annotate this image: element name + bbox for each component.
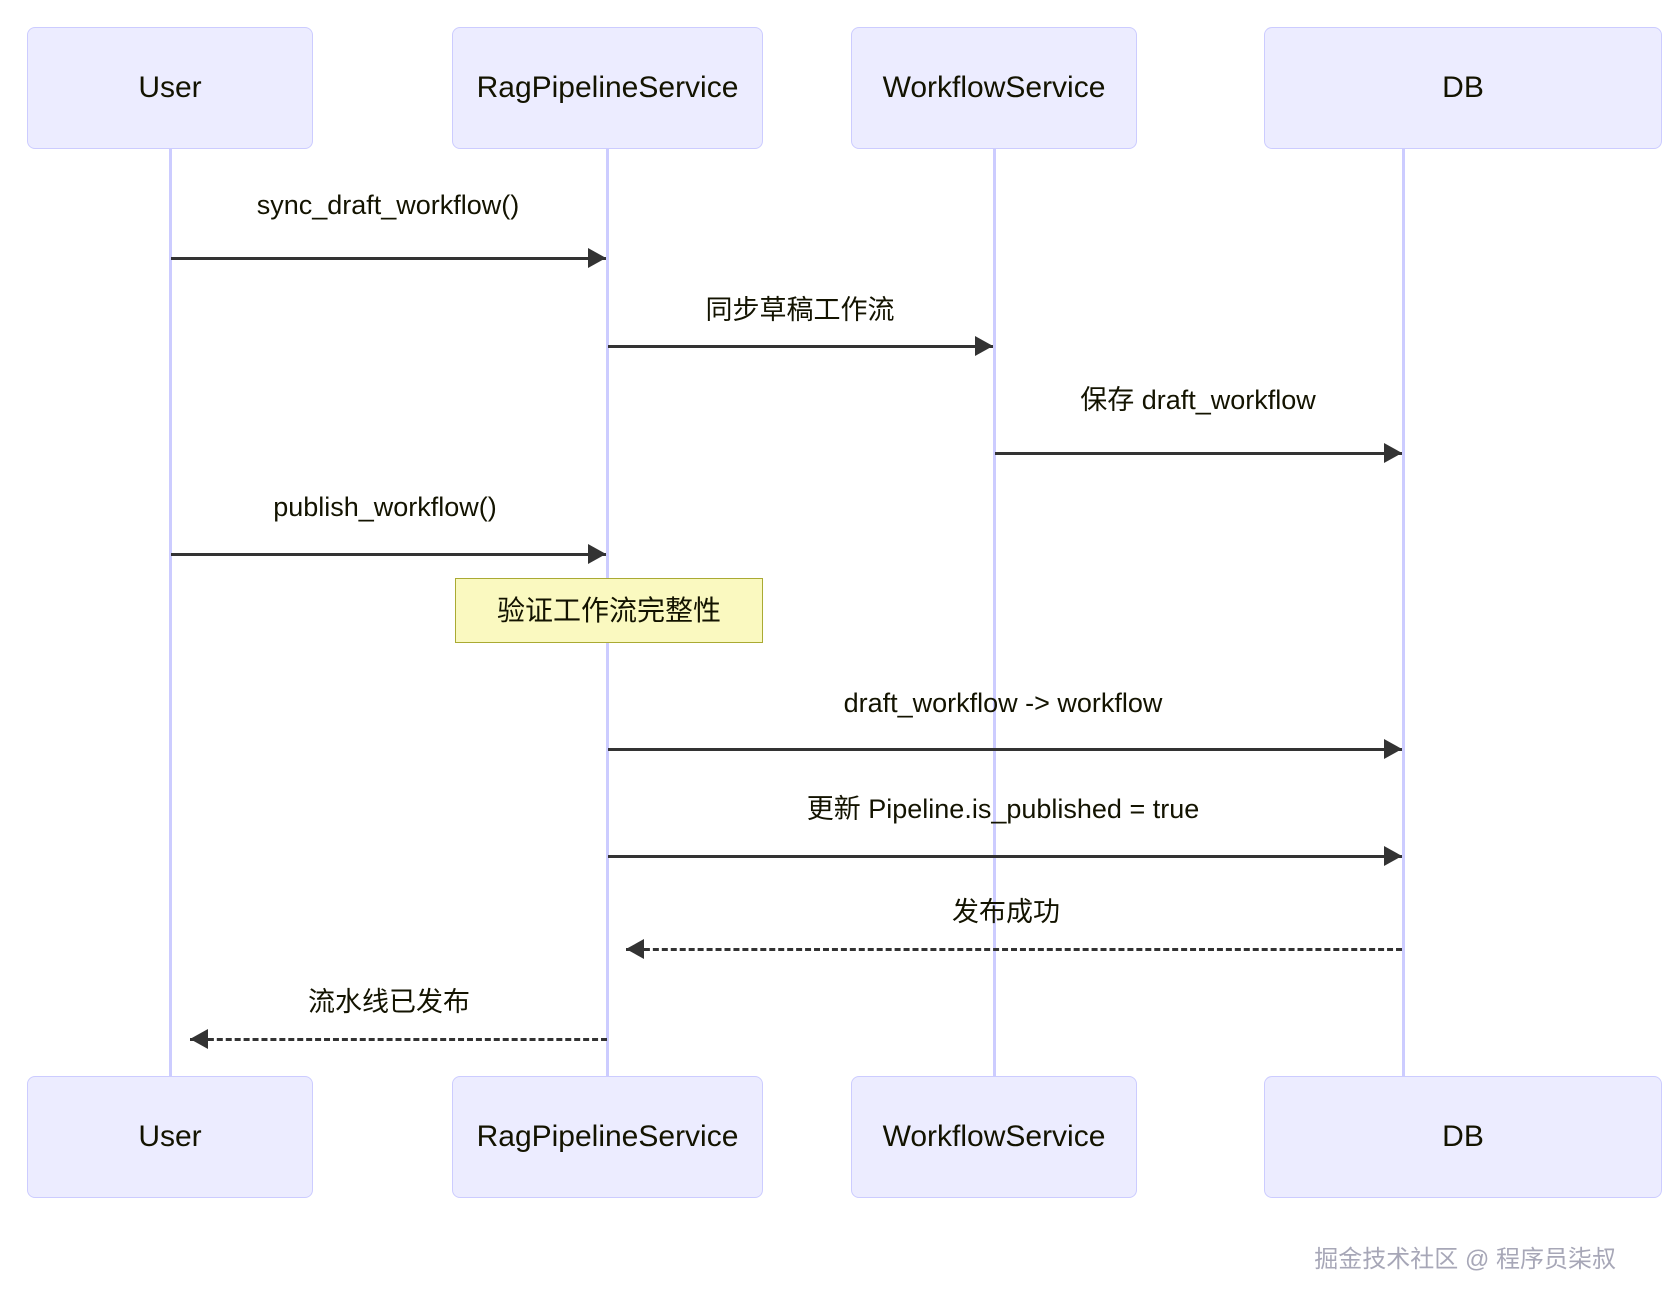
participant-label: DB <box>1442 71 1484 104</box>
message-label-1: sync_draft_workflow() <box>256 190 520 220</box>
message-label-6: 更新 Pipeline.is_published = true <box>806 794 1200 824</box>
message-label-3: 保存 draft_workflow <box>1080 385 1316 415</box>
arrowhead-right-icon <box>1384 739 1402 759</box>
note-box: 验证工作流完整性 <box>455 578 763 643</box>
arrowhead-left-icon <box>190 1029 208 1049</box>
message-line-8 <box>190 1038 607 1041</box>
arrowhead-right-icon <box>588 544 606 564</box>
participant-top-ragpipelineservice[interactable]: RagPipelineService <box>452 27 763 149</box>
participant-bottom-db[interactable]: DB <box>1264 1076 1662 1198</box>
participant-top-workflowservice[interactable]: WorkflowService <box>851 27 1137 149</box>
arrowhead-right-icon <box>588 248 606 268</box>
message-label-8: 流水线已发布 <box>308 987 470 1017</box>
arrowhead-right-icon <box>1384 846 1402 866</box>
watermark: 掘金技术社区 @ 程序员柒叔 <box>1314 1246 1616 1273</box>
message-label-5: draft_workflow -> workflow <box>843 688 1163 718</box>
message-label-7: 发布成功 <box>952 897 1060 927</box>
message-line-6 <box>608 855 1402 858</box>
message-line-4 <box>171 553 606 556</box>
message-line-2 <box>608 345 993 348</box>
message-line-1 <box>171 257 606 260</box>
arrowhead-right-icon <box>1384 443 1402 463</box>
lifeline-workflow <box>993 149 996 1076</box>
arrowhead-left-icon <box>626 939 644 959</box>
arrowhead-right-icon <box>975 336 993 356</box>
participant-bottom-workflowservice[interactable]: WorkflowService <box>851 1076 1137 1198</box>
message-label-4: publish_workflow() <box>273 492 497 522</box>
message-line-7 <box>626 948 1402 951</box>
message-line-3 <box>995 452 1402 455</box>
participant-label: User <box>138 1120 202 1153</box>
participant-bottom-ragpipelineservice[interactable]: RagPipelineService <box>452 1076 763 1198</box>
message-label-2: 同步草稿工作流 <box>705 295 895 325</box>
participant-top-user[interactable]: User <box>27 27 313 149</box>
participant-label: User <box>138 71 202 104</box>
participant-bottom-user[interactable]: User <box>27 1076 313 1198</box>
note-text: 验证工作流完整性 <box>496 594 721 626</box>
participant-label: RagPipelineService <box>476 71 739 104</box>
participant-label: WorkflowService <box>882 1120 1106 1153</box>
participant-label: WorkflowService <box>882 71 1106 104</box>
message-line-5 <box>608 748 1402 751</box>
lifeline-db <box>1402 149 1405 1076</box>
participant-top-db[interactable]: DB <box>1264 27 1662 149</box>
participant-label: RagPipelineService <box>476 1120 739 1153</box>
participant-label: DB <box>1442 1120 1484 1153</box>
lifeline-user <box>169 149 172 1076</box>
